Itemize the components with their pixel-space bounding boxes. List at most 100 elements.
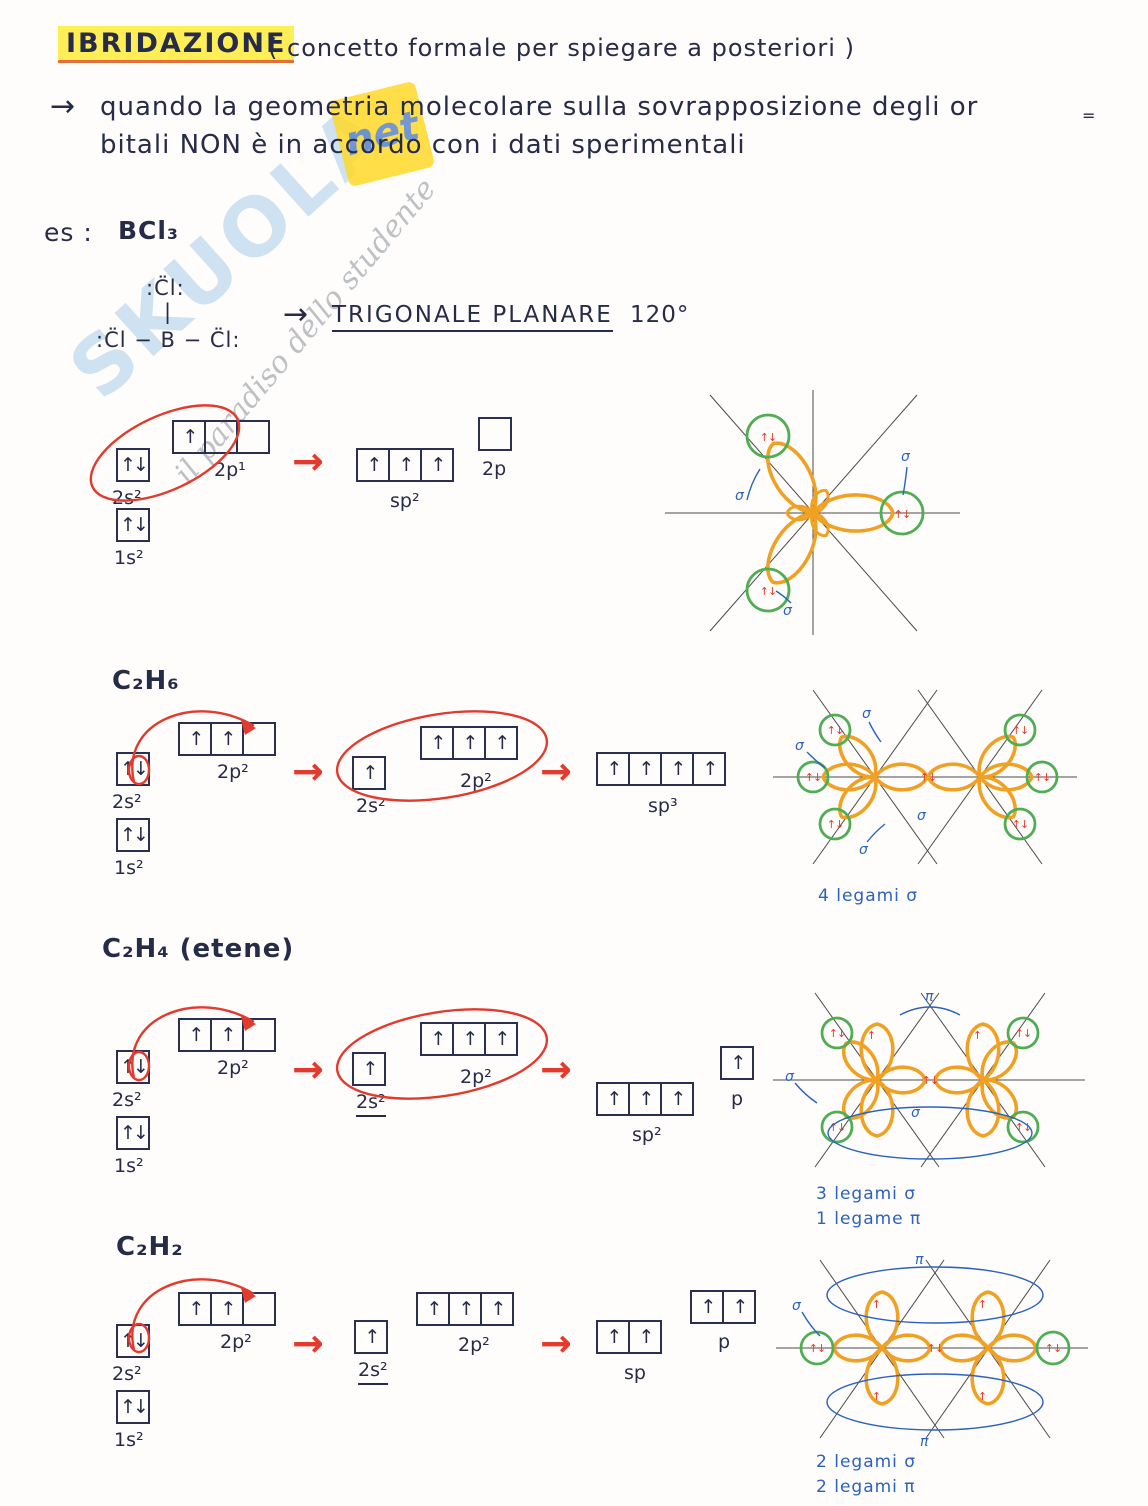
electron-up: ↑	[978, 1298, 986, 1311]
electron-pair: ↑↓	[827, 724, 843, 737]
electron-pair: ↑↓	[894, 508, 910, 521]
orbital-cell: ↑	[420, 1022, 454, 1056]
ethyne-2p-box: ↑ ↑	[178, 1292, 276, 1326]
ethene-pure-p-box: ↑	[720, 1046, 754, 1080]
sp3-lobes	[821, 734, 1034, 820]
mixing-loop-annotation	[335, 1008, 549, 1100]
orbital-cell: ↑	[212, 1018, 244, 1052]
title-subtitle: ( concetto formale per spiegare a poster…	[268, 34, 855, 62]
orbital-cell: ↑↓	[116, 1116, 150, 1150]
ethane-mid-2p-box: ↑ ↑ ↑	[420, 726, 518, 760]
orbital-label-p: p	[731, 1088, 744, 1110]
orbital-cell: ↑↓	[116, 508, 150, 542]
orbital-cell: ↑↓	[116, 1390, 150, 1424]
orbital-cell: ↑	[596, 1082, 630, 1116]
example-label: es :	[44, 218, 93, 247]
mixing-loop-annotation	[335, 710, 549, 802]
ethyne-pi-caption: 2 legami π	[816, 1477, 916, 1497]
sigma-label: σ	[785, 1069, 795, 1085]
orbital-label-2p: 2p¹	[214, 459, 246, 481]
transform-arrow-icon: →	[292, 1047, 324, 1091]
geometry-arrow-icon: →	[283, 297, 309, 332]
electron-pair: ↑↓	[760, 585, 776, 598]
orbital-label-2s: 2s²	[112, 1089, 142, 1111]
transform-arrow-icon: →	[540, 1321, 572, 1365]
electron-pair: ↑↓	[927, 1342, 943, 1355]
orbital-cell: ↑	[354, 1320, 388, 1354]
ethene-mid-2s-box: ↑	[352, 1052, 386, 1086]
orbital-label-sp2: sp²	[390, 490, 420, 512]
orbital-cell: ↑	[178, 722, 212, 756]
sigma-label: σ	[901, 449, 911, 465]
ethene-mid-2p-box: ↑ ↑ ↑	[420, 1022, 518, 1056]
ethane-1s-box: ↑↓	[116, 818, 150, 852]
orbital-label-1s: 1s²	[114, 1155, 144, 1177]
orbital-cell: ↑	[356, 448, 390, 482]
orbital-cell: ↑	[390, 448, 422, 482]
boron-sp2-box: ↑ ↑ ↑	[356, 448, 454, 482]
orbital-cell	[244, 1018, 276, 1052]
boron-2p-box: ↑	[172, 420, 270, 454]
electron-pair: ↑↓	[1045, 1342, 1061, 1355]
orbital-cell: ↑↓	[116, 448, 150, 482]
orbital-cell: ↑	[596, 1320, 630, 1354]
transform-arrow-icon: →	[292, 439, 324, 483]
sigma-label: σ	[795, 738, 805, 754]
note-arrow-icon: →	[50, 89, 76, 124]
ethyne-mid-2s-box: ↑	[354, 1320, 388, 1354]
sigma-label: σ	[917, 808, 927, 824]
lewis-bond: |	[164, 300, 173, 324]
note-line-1-hyphen: =	[1082, 106, 1097, 125]
orbital-cell: ↑↓	[116, 818, 150, 852]
mixing-loop-annotation	[89, 404, 241, 502]
page-title: IBRIDAZIONE	[58, 26, 295, 63]
orbital-label-sp3: sp³	[648, 795, 678, 817]
orbital-cell	[244, 1292, 276, 1326]
electron-pair: ↑↓	[1015, 1121, 1031, 1134]
electron-pair: ↑↓	[809, 1342, 825, 1355]
orbital-cell: ↑	[178, 1018, 212, 1052]
orbital-cell: ↑	[178, 1292, 212, 1326]
orbital-label-1s: 1s²	[114, 547, 144, 569]
orbital-cell: ↑	[450, 1292, 482, 1326]
h-orbital-circles	[820, 1016, 1040, 1144]
sigma-label: σ	[783, 603, 793, 619]
electron-up: ↑	[978, 1390, 986, 1403]
electron-pair: ↑↓	[1015, 1027, 1031, 1040]
lewis-bottom-atoms: :C̈l − B − C̈l:	[96, 328, 241, 352]
orbital-label-2s: 2s²	[112, 791, 142, 813]
ethyne-sp-box: ↑ ↑	[596, 1320, 662, 1354]
orbital-label-2p: 2p²	[217, 761, 249, 783]
orbital-cell: ↑	[690, 1290, 724, 1324]
section-title-ethyne: C₂H₂	[116, 1232, 184, 1262]
orbital-label-1s: 1s²	[114, 857, 144, 879]
orbital-label-2s: 2s²	[356, 795, 386, 817]
orbital-label-2s: 2s²	[112, 487, 142, 509]
orbital-label-sp: sp	[624, 1362, 646, 1384]
orbital-cell: ↑	[630, 1082, 662, 1116]
orbital-label-2p: 2p²	[460, 770, 492, 792]
orbital-label-2s: 2s²	[112, 1363, 142, 1385]
orbital-cell	[244, 722, 276, 756]
sigma-label: σ	[792, 1298, 802, 1314]
h-orbital-circles	[796, 713, 1059, 841]
electron-pair: ↑↓	[829, 1121, 845, 1134]
ethene-orbital-diagram: ↑↓ ↑↓ ↑↓ ↑↓ ↑↓ ↑ ↑ π σ σ	[773, 989, 1085, 1168]
orbital-label-2p: 2p²	[458, 1334, 490, 1356]
note-line-2: bitali NON è in accordo con i dati speri…	[100, 130, 746, 160]
ethyne-mid-2p-box: ↑ ↑ ↑	[416, 1292, 514, 1326]
ethene-pi-caption: 1 legame π	[816, 1209, 922, 1229]
electron-pair: ↑↓	[827, 818, 843, 831]
orbital-cell: ↑	[212, 722, 244, 756]
orbital-cell: ↑	[352, 1052, 386, 1086]
electron-pair: ↑↓	[1012, 724, 1028, 737]
sp2-lobes	[766, 441, 895, 585]
note-line-1: quando la geometria molecolare sulla sov…	[100, 92, 979, 122]
orbital-cell	[478, 417, 512, 451]
ethane-sp3-box: ↑ ↑ ↑ ↑	[596, 752, 726, 786]
orbital-cell: ↑	[416, 1292, 450, 1326]
orbital-cell: ↑	[486, 1022, 518, 1056]
sigma-label: σ	[911, 1105, 921, 1121]
transform-arrow-icon: →	[292, 1321, 324, 1365]
electron-pair: ↑↓	[805, 771, 821, 784]
